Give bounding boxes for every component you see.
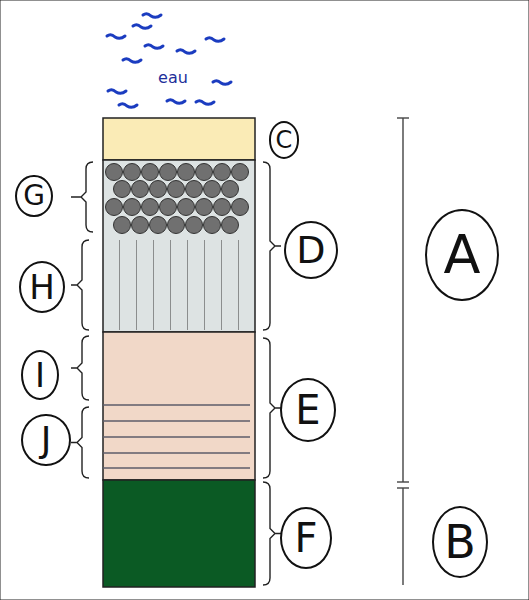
bracket [71, 407, 89, 478]
pebbles [106, 164, 249, 234]
water-drop [196, 101, 214, 105]
strata-line [103, 436, 250, 438]
strata-line [103, 420, 250, 422]
pebble [168, 217, 185, 234]
circled-letter: G [15, 175, 52, 217]
water-drop [123, 59, 141, 63]
bottom-layer [103, 480, 255, 587]
pebble [204, 217, 221, 234]
strata-line [103, 467, 250, 469]
pebble [132, 181, 149, 198]
pebble [214, 199, 231, 216]
vertical-lines [106, 240, 252, 330]
water-drop [145, 45, 163, 49]
bracket [71, 336, 89, 400]
pebble [222, 217, 239, 234]
circled-letter: E [280, 378, 336, 442]
bracket [263, 162, 281, 330]
pebble [178, 199, 195, 216]
water-drop [177, 50, 195, 54]
callout-letter: D [296, 231, 325, 269]
circled-letter: H [19, 261, 65, 313]
water-drop [213, 81, 231, 85]
circled-letter: C [269, 121, 299, 158]
pebble [114, 181, 131, 198]
pebble [150, 217, 167, 234]
callout-letter: J [41, 422, 52, 458]
pebble [132, 217, 149, 234]
circled-letter: A [425, 209, 499, 301]
circled-letter: F [280, 507, 332, 569]
water-drop [143, 14, 161, 18]
bracket [71, 162, 93, 232]
top-layer [103, 118, 255, 160]
water-drop [107, 35, 125, 39]
bracket [263, 482, 281, 585]
water-drop [108, 90, 126, 94]
bracket [263, 338, 281, 478]
callout-letter: I [35, 358, 45, 392]
pebble [196, 199, 213, 216]
pebble [142, 199, 159, 216]
callout-letter: E [295, 390, 320, 430]
pebble [106, 164, 123, 181]
pebble [214, 164, 231, 181]
pebble [160, 199, 177, 216]
circled-letter: J [21, 414, 71, 467]
pebble [204, 181, 221, 198]
water-drop [206, 38, 224, 42]
pebble [150, 181, 167, 198]
pebble [124, 199, 141, 216]
circled-letter: B [432, 506, 488, 578]
horizontal-lines [103, 405, 250, 468]
callout-letter: B [444, 519, 476, 565]
water-label: eau [158, 70, 188, 86]
pebble [196, 164, 213, 181]
pebble [186, 217, 203, 234]
callout-letter: F [294, 518, 317, 558]
callout-letter: C [276, 128, 293, 152]
pebble [232, 199, 249, 216]
bracket [71, 240, 89, 330]
brackets [71, 162, 281, 585]
pebble [168, 181, 185, 198]
circled-letter: I [21, 350, 59, 400]
water-drop [133, 25, 151, 29]
pebble [106, 199, 123, 216]
water-drop [119, 104, 137, 108]
pink-layer [103, 332, 255, 480]
pebble [142, 164, 159, 181]
strata-line [103, 452, 250, 454]
callout-letter: A [444, 228, 481, 282]
pebble [160, 164, 177, 181]
circled-letter: D [284, 221, 338, 279]
pebble [186, 181, 203, 198]
callout-letter: H [29, 270, 55, 304]
scale-lines [397, 118, 409, 585]
water-drop [167, 100, 185, 104]
pebble [178, 164, 195, 181]
strata-line [103, 404, 250, 406]
callout-letter: G [23, 182, 45, 210]
pebble [232, 164, 249, 181]
pebble [222, 181, 239, 198]
pebble [124, 164, 141, 181]
water-drops [107, 14, 231, 108]
pebble [114, 217, 131, 234]
grey-layer [103, 160, 255, 332]
